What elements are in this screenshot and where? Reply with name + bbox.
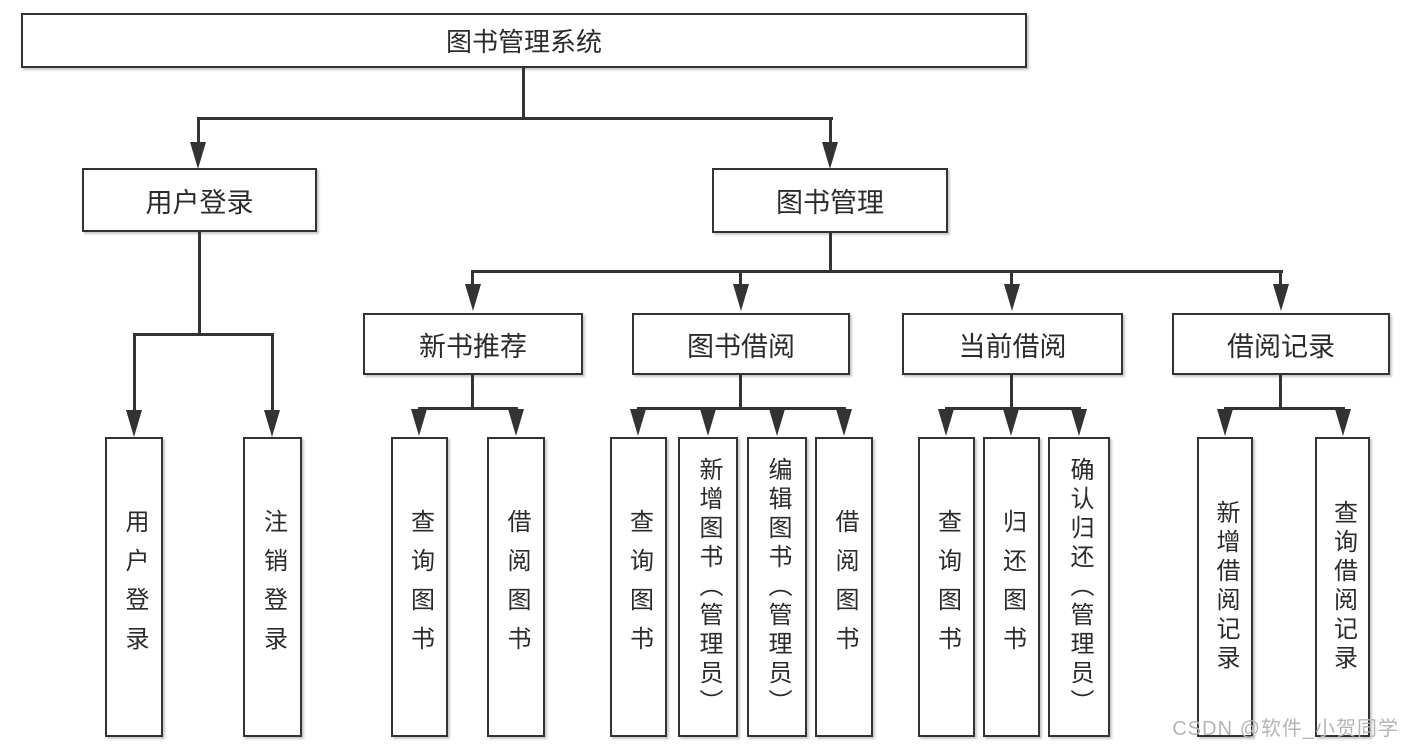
arrow-down-icon [190,142,206,169]
node-query-books-current: 查询图书 [918,437,975,737]
node-add-borrow-record: 新增借阅记录 [1197,437,1253,737]
arrow-down-icon [465,284,481,311]
connector-root-stem-line [522,68,525,118]
node-new-book-recommendation: 新书推荐 [363,313,583,375]
node-label: 归还图书 [998,509,1026,665]
node-label: 新增借阅记录 [1212,500,1239,674]
connector-newbook-horizontal-line [418,407,518,410]
node-query-books-borrow: 查询图书 [610,437,667,737]
arrow-down-icon [1335,409,1351,436]
connector-login-leaf1-drop-line [133,333,136,412]
connector-current-stem-line [1010,375,1013,410]
node-label: 借阅图书 [831,509,858,665]
node-return-books: 归还图书 [983,437,1040,737]
node-confirm-return-admin: 确认归还（管理员） [1048,437,1110,737]
arrow-down-icon [126,410,142,437]
node-label: 图书管理系统 [445,27,602,57]
arrow-down-icon [822,142,838,169]
arrow-down-icon [1003,409,1019,436]
node-query-books-newbook: 查询图书 [391,437,448,737]
node-label: 用户登录 [121,509,148,665]
node-label: 查询借阅记录 [1329,500,1357,674]
node-query-borrow-record: 查询借阅记录 [1315,437,1370,737]
connector-book-mgmt-drop-line [829,117,832,145]
arrow-down-icon [836,409,852,436]
arrow-down-icon [1071,409,1087,436]
arrow-down-icon [264,410,280,437]
node-label: 用户登录 [145,187,254,218]
connector-current-horizontal-line [945,407,1081,410]
connector-level1-horizontal-line [197,117,833,120]
connector-newbook-drop-line [471,270,474,286]
node-edit-books-admin: 编辑图书（管理员） [747,437,807,737]
node-library-management-system: 图书管理系统 [21,13,1027,68]
node-add-books-admin: 新增图书（管理员） [678,437,738,737]
arrow-down-icon [630,409,646,436]
connector-record-horizontal-line [1224,407,1345,410]
arrow-down-icon [938,409,954,436]
csdn-watermark: CSDN @软件_小贺同学 [1172,718,1399,740]
connector-login-stem-line [198,232,201,336]
connector-borrow-stem-line [739,375,742,410]
node-borrowing-records: 借阅记录 [1172,313,1390,375]
node-book-management: 图书管理 [712,168,948,233]
connector-borrow-drop-line [739,270,742,286]
arrow-down-icon [508,409,524,436]
node-label: 查询图书 [625,509,653,665]
connector-user-login-drop-line [197,117,200,145]
node-borrow-books-borrow: 借阅图书 [815,437,873,737]
connector-record-stem-line [1279,375,1282,410]
node-label: 新书推荐 [419,331,527,362]
node-label: 确认归还（管理员） [1066,456,1093,718]
connector-borrow-horizontal-line [637,407,846,410]
connector-login-horizontal-line [133,333,274,336]
connector-mgmt-stem-line [829,233,832,273]
node-logout: 注销登录 [243,437,302,737]
arrow-down-icon [769,409,785,436]
node-label: 新增图书（管理员） [695,456,722,718]
node-label: 编辑图书（管理员） [764,456,791,718]
node-label: 查询图书 [406,509,434,665]
node-borrow-books-newbook: 借阅图书 [487,437,545,737]
connector-record-drop-line [1279,270,1282,286]
arrow-down-icon [733,284,749,311]
arrow-down-icon [1004,284,1020,311]
connector-newbook-stem-line [471,375,474,410]
node-current-borrowing: 当前借阅 [902,313,1123,375]
node-label: 图书管理 [776,188,884,218]
arrow-down-icon [411,409,427,436]
connector-login-leaf2-drop-line [271,333,274,412]
node-user-login-leaf: 用户登录 [105,437,163,737]
connector-current-drop-line [1010,270,1013,286]
node-label: 图书借阅 [687,331,795,362]
node-label: 注销登录 [259,509,287,665]
node-label: 查询图书 [933,509,961,665]
arrow-down-icon [700,409,716,436]
arrow-down-icon [1217,409,1233,436]
connector-level2-horizontal-line [471,270,1283,273]
node-label: 借阅图书 [503,509,530,665]
node-user-login: 用户登录 [82,168,317,232]
node-label: 当前借阅 [958,331,1067,362]
node-book-borrowing: 图书借阅 [632,313,850,375]
node-label: 借阅记录 [1227,331,1335,362]
arrow-down-icon [1273,284,1289,311]
